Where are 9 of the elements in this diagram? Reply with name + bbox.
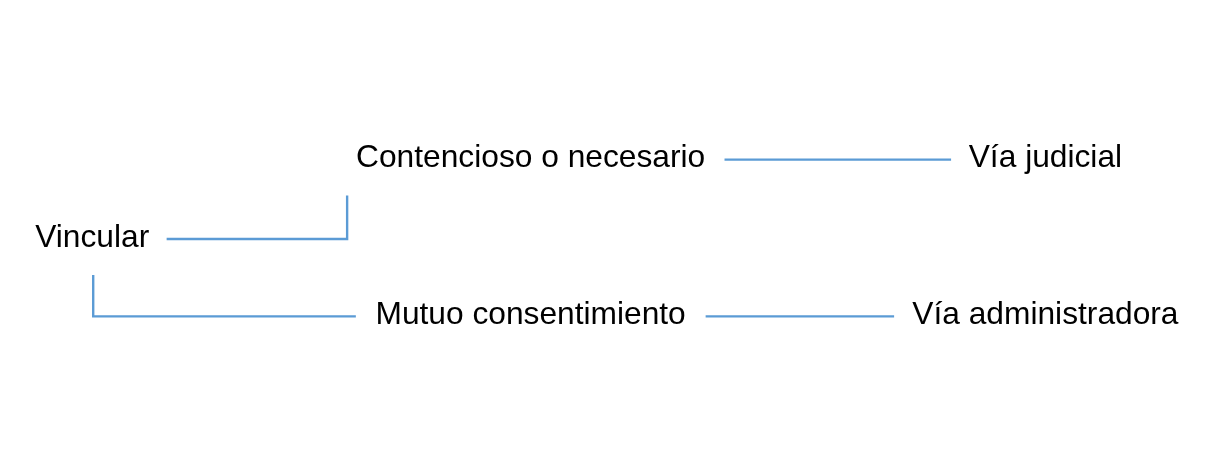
- node-text: Vía judicial: [968, 138, 1123, 175]
- node-text: Vincular: [35, 217, 150, 254]
- connector: [166, 195, 349, 241]
- node-text: Vía administradora: [912, 294, 1179, 331]
- connector: [724, 158, 952, 161]
- node-text: Mutuo consentimiento: [375, 294, 686, 331]
- connector: [705, 315, 895, 318]
- node-text: Contencioso o necesario: [356, 138, 706, 175]
- connector: [92, 274, 356, 318]
